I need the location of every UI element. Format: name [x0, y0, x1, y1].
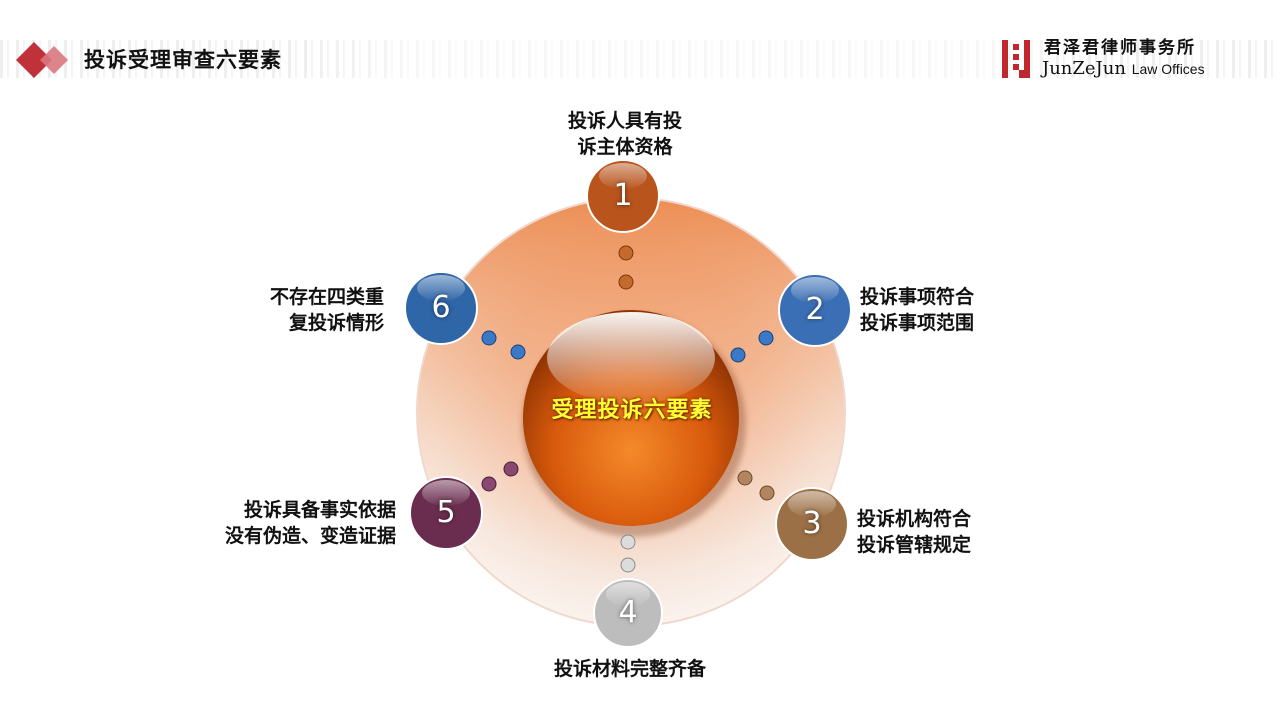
dot-3b — [759, 485, 775, 501]
connector-dots — [481, 245, 775, 573]
center-label: 受理投诉六要素 — [551, 398, 713, 423]
node-6-gloss — [417, 275, 465, 301]
diamond-logo-icon — [16, 42, 68, 78]
node-4-number: 4 — [618, 595, 638, 630]
node-3-number: 3 — [802, 506, 822, 541]
node-4-label-line1: 投诉材料完整齐备 — [553, 658, 706, 680]
node-4-gloss — [606, 582, 650, 606]
node-4-label: 投诉材料完整齐备 — [530, 656, 730, 682]
node-1-label-line2: 诉主体资格 — [577, 136, 673, 158]
node-3-label-line1: 投诉机构符合 — [857, 508, 972, 530]
node-6-number: 6 — [431, 290, 451, 325]
brand-name-en: JunZeJun Law Offices — [1042, 58, 1205, 80]
dot-6a — [481, 330, 497, 346]
node-3-gloss — [788, 491, 836, 517]
node-spheres — [404, 159, 852, 648]
node-5-number: 5 — [436, 495, 456, 530]
dot-4b — [620, 557, 636, 573]
node-2-label-line1: 投诉事项符合 — [860, 286, 975, 308]
node-3-label: 投诉机构符合 投诉管辖规定 — [857, 506, 971, 558]
brand-mark-icon — [1002, 40, 1030, 78]
node-5-label: 投诉具备事实依据 没有伪造、变造证据 — [196, 497, 396, 549]
dot-5b — [481, 476, 497, 492]
brand-name-en-sub: Law Offices — [1131, 61, 1205, 77]
dot-4a — [620, 534, 636, 550]
center-gloss — [547, 312, 715, 404]
node-5-label-line1: 投诉具备事实依据 — [243, 499, 396, 521]
node-5-label-line2: 没有伪造、变造证据 — [224, 525, 396, 547]
node-2-label: 投诉事项符合 投诉事项范围 — [860, 284, 974, 336]
node-3-label-line2: 投诉管辖规定 — [857, 534, 972, 556]
brand-logo: 君泽君律师事务所 JunZeJun Law Offices — [1000, 38, 1240, 80]
page-title: 投诉受理审查六要素 — [84, 48, 282, 72]
node-6-label-line1: 不存在四类重 — [269, 286, 384, 308]
dot-1a — [618, 245, 634, 261]
header-band-overlay — [0, 40, 1280, 78]
dot-2a — [758, 330, 774, 346]
node-1-number: 1 — [613, 178, 633, 213]
node-6-label: 不存在四类重 复投诉情形 — [250, 284, 384, 336]
dot-1b — [618, 274, 634, 290]
node-1-gloss — [599, 163, 647, 189]
node-6-label-line2: 复投诉情形 — [288, 312, 384, 334]
dot-5a — [503, 461, 519, 477]
node-1-label: 投诉人具有投 诉主体资格 — [560, 108, 690, 160]
dot-3a — [737, 470, 753, 486]
brand-name-en-main: JunZeJun — [1042, 58, 1126, 79]
dot-6b — [510, 344, 526, 360]
node-5-gloss — [422, 480, 470, 506]
node-2-number: 2 — [805, 292, 825, 327]
dot-2b — [730, 347, 746, 363]
node-2-gloss — [791, 277, 839, 303]
node-2-label-line2: 投诉事项范围 — [860, 312, 975, 334]
node-1-label-line1: 投诉人具有投 — [567, 110, 682, 132]
brand-name-cn: 君泽君律师事务所 — [1044, 38, 1196, 58]
